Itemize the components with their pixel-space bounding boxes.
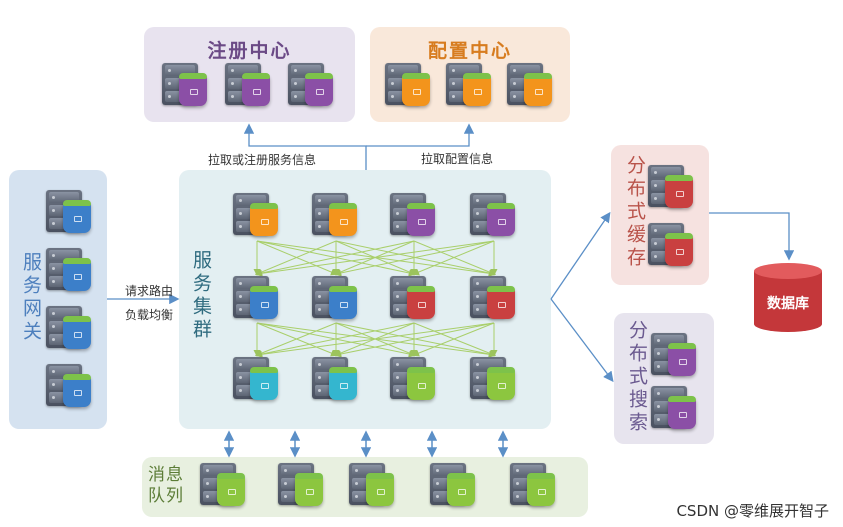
server-icon (390, 276, 438, 322)
server-icon (312, 276, 360, 322)
server-icon (233, 357, 281, 403)
server-icon (648, 223, 696, 269)
server-icon (651, 333, 699, 379)
server-icon (312, 357, 360, 403)
server-icon (233, 193, 281, 239)
server-icon (507, 63, 555, 109)
registry-title: 注册中心 (207, 40, 292, 62)
server-icon (430, 463, 478, 509)
server-icon (46, 248, 94, 294)
cache-title: 分布式缓存 (624, 155, 646, 270)
routing-label: 请求路由 (125, 284, 174, 298)
server-icon (46, 364, 94, 410)
server-icon (200, 463, 248, 509)
server-icon (470, 357, 518, 403)
server-icon (312, 193, 360, 239)
server-icon (278, 463, 326, 509)
server-icon (162, 63, 210, 109)
server-icon (225, 63, 273, 109)
mq-title: 消息队列 (148, 465, 184, 506)
load-balance-label: 负载均衡 (125, 308, 174, 322)
server-icon (390, 357, 438, 403)
search-title: 分布式搜索 (626, 320, 648, 435)
database-cylinder-icon (754, 263, 822, 332)
watermark: CSDN @零维展开智子 (676, 502, 829, 520)
register-label: 拉取或注册服务信息 (208, 153, 317, 167)
server-icon (385, 63, 433, 109)
server-icon (651, 386, 699, 432)
server-icon (390, 193, 438, 239)
server-icon (510, 463, 558, 509)
server-icon (46, 190, 94, 236)
server-icon (470, 276, 518, 322)
server-icon (470, 193, 518, 239)
database: 数据库 (752, 262, 824, 334)
server-icon (288, 63, 336, 109)
server-icon (648, 165, 696, 211)
config-title: 配置中心 (427, 40, 512, 62)
gateway-title: 服务网关 (20, 252, 42, 344)
server-icon (446, 63, 494, 109)
cluster-title: 服务集群 (190, 250, 212, 342)
server-icon (233, 276, 281, 322)
database-label: 数据库 (767, 296, 809, 312)
pull-config-label: 拉取配置信息 (421, 152, 494, 166)
server-icon (46, 306, 94, 352)
server-icon (349, 463, 397, 509)
